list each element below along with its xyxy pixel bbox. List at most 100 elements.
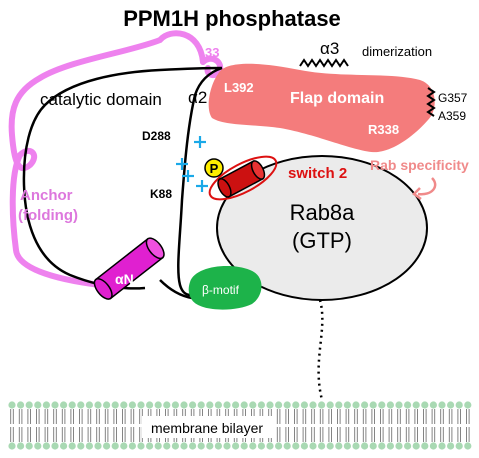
rab8a-body	[216, 155, 428, 301]
lipid-tail	[36, 427, 40, 442]
lipid-tail	[371, 409, 375, 424]
lipid-tail	[96, 409, 100, 424]
lipid-head	[146, 401, 154, 409]
lipid-head	[189, 442, 197, 450]
lipid-tail	[466, 409, 470, 424]
lipid-tail	[61, 409, 66, 424]
lipid-head	[103, 442, 111, 450]
lipid-head	[455, 401, 463, 409]
lipid-tail	[466, 427, 470, 442]
lipid-tail	[311, 427, 315, 442]
lipid-tail	[53, 427, 57, 442]
lipid-head	[154, 401, 162, 409]
d288-label: D288	[142, 129, 171, 143]
lipid-head	[361, 442, 369, 450]
lipid-tail	[36, 409, 40, 424]
lipid-tail	[380, 409, 384, 424]
lipid-tail	[285, 409, 289, 424]
lipid-head	[292, 401, 300, 409]
lipid-head	[232, 401, 240, 409]
lipid-head	[361, 401, 369, 409]
rab8a-state-label: (GTP)	[292, 228, 352, 253]
lipid-head	[421, 401, 429, 409]
lipid-head	[249, 401, 257, 409]
lipid-head	[395, 401, 403, 409]
lipid-head	[111, 401, 119, 409]
r338-label: R338	[368, 122, 399, 137]
k88-label: K88	[150, 187, 172, 201]
lipid-tail	[44, 427, 49, 442]
lipid-tail	[87, 427, 92, 442]
g357-squiggle	[426, 87, 436, 117]
lipid-head	[128, 401, 136, 409]
lipid-tail	[388, 427, 393, 442]
lipid-tail	[397, 427, 401, 442]
catalytic-bottom-link	[159, 279, 193, 300]
dimerization-label: dimerization	[362, 44, 432, 59]
lipid-head	[223, 442, 231, 450]
lipid-head	[318, 442, 326, 450]
lipid-tail	[362, 427, 367, 442]
lipid-head	[94, 442, 102, 450]
lipid-head	[137, 401, 145, 409]
diagram-title: PPM1H phosphatase	[123, 6, 341, 31]
lipid-head	[266, 401, 274, 409]
plus-sign-icon	[176, 158, 188, 170]
lipid-tail	[139, 427, 143, 442]
lipid-tail	[294, 409, 298, 424]
lipid-head	[369, 401, 377, 409]
lipid-head	[146, 442, 154, 450]
lipid-tail	[130, 427, 135, 442]
lipid-head	[335, 401, 343, 409]
lipid-tail	[371, 427, 375, 442]
lipid-head	[292, 442, 300, 450]
lipid-head	[111, 442, 119, 450]
rab-specificity-label: Rab specificity	[370, 157, 469, 173]
lipid-tail	[448, 409, 453, 424]
lipid-head	[318, 401, 326, 409]
lipid-head	[283, 401, 291, 409]
lipid-tail	[405, 409, 410, 424]
lipid-head	[154, 442, 162, 450]
lipid-head	[163, 442, 171, 450]
lipid-tail	[345, 427, 350, 442]
lipid-head	[352, 442, 360, 450]
lipid-head	[51, 442, 59, 450]
lipid-tail	[440, 409, 444, 424]
lipid-head	[214, 401, 222, 409]
lipid-head	[309, 401, 317, 409]
lipid-tail	[397, 409, 401, 424]
lipid-head	[68, 442, 76, 450]
lipid-tail	[423, 409, 427, 424]
flap-domain-label: Flap domain	[290, 90, 384, 107]
lipid-tail	[276, 427, 281, 442]
lipid-head	[120, 401, 128, 409]
lipid-head	[464, 442, 472, 450]
lipid-head	[464, 401, 472, 409]
lipid-tail	[337, 427, 341, 442]
lipid-tail	[362, 409, 367, 424]
flap-domain-shape	[208, 63, 435, 153]
lipid-head	[429, 401, 437, 409]
lipid-head	[455, 442, 463, 450]
lipid-tail	[104, 409, 109, 424]
lipid-tail	[319, 427, 324, 442]
lipid-head	[378, 442, 386, 450]
lipid-tail	[414, 427, 418, 442]
lipid-head	[232, 442, 240, 450]
curved-arrow-icon	[417, 177, 437, 196]
lipid-head	[42, 442, 51, 450]
plus-sign-icon	[182, 170, 194, 182]
lipid-head	[421, 442, 429, 450]
lipid-tail	[79, 427, 83, 442]
lipid-head	[240, 442, 248, 450]
lipid-tail	[139, 409, 143, 424]
lipid-head	[34, 442, 42, 450]
lipid-head	[128, 442, 136, 450]
lipid-tail	[87, 409, 92, 424]
lipid-head	[137, 442, 145, 450]
alphaN-helix	[93, 237, 165, 300]
switch2-ring	[208, 155, 278, 201]
